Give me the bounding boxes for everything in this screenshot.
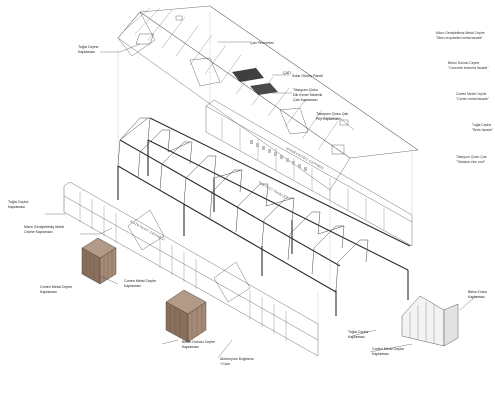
legend-titanium: Titanyum Çinko Çatı "Titanium zinc roof"	[456, 155, 488, 164]
label-micro-metal: Micro Genişletilmiş Metal Cephe Kaplamas…	[24, 225, 65, 234]
legend-brick: Tuğla Cephe "Brick facade"	[472, 123, 494, 132]
label-concrete-1: Beton Dokulu Cephe Kaplaması	[182, 340, 216, 349]
label-concrete-2: Beton Doku Kaplaması	[468, 290, 488, 299]
label-solar-panel: Solar Güneş Paneli	[292, 74, 323, 78]
corten-volume-1	[81, 237, 117, 285]
label-aluminium: Alüminyum Doğrama +Cam	[220, 357, 255, 366]
roof-layer	[117, 5, 419, 191]
label-brick-end: Tuğla Cephe Kaplaması	[348, 330, 369, 339]
label-brick-left: Tuğla Cephe Kaplaması	[8, 200, 29, 209]
label-corten-3: Corten Metal Cephe Kaplaması	[372, 347, 405, 356]
corten-volume-2	[165, 289, 207, 343]
label-titanium-wall: Titanyum Çinko Çatı Fıçı Kaplaması	[316, 112, 349, 121]
material-legend: Micro Genişletilmiş Metal Cephe "Micro e…	[436, 31, 494, 164]
label-roof-window: Çatı Penceresi	[250, 41, 274, 45]
leader-lines	[45, 41, 477, 359]
label-corten-1: Corten Metal Cephe Kaplaması	[40, 285, 73, 294]
projection-guides	[63, 12, 413, 324]
axis-label-north: GÜNEYDOĞU CEPHESİ	[286, 146, 326, 171]
label-corten-2: Corten Metal Cephe Kaplaması	[124, 279, 157, 288]
legend-micro-metal: Micro Genişletilmiş Metal Cephe "Micro e…	[436, 31, 486, 40]
legend-concrete: Beton Dokulu Cephe "Concrete textured fa…	[448, 61, 489, 70]
label-titanium-roof: Titanyum Çinko Dik Kenet Sistemli Çatı K…	[293, 88, 323, 102]
end-wall-volume	[401, 295, 459, 347]
label-roof: ÇATI	[283, 71, 291, 75]
legend-corten: Corten Metal Cephe "Corten metal facade"	[456, 92, 490, 101]
southeast-facade: GÜNEYDOĞU CEPHESİ	[205, 99, 413, 247]
component-labels: Tuğla Cephe Kaplaması Çatı Penceresi ÇAT…	[8, 41, 488, 366]
label-brick-top: Tuğla Cephe Kaplaması	[78, 45, 99, 54]
